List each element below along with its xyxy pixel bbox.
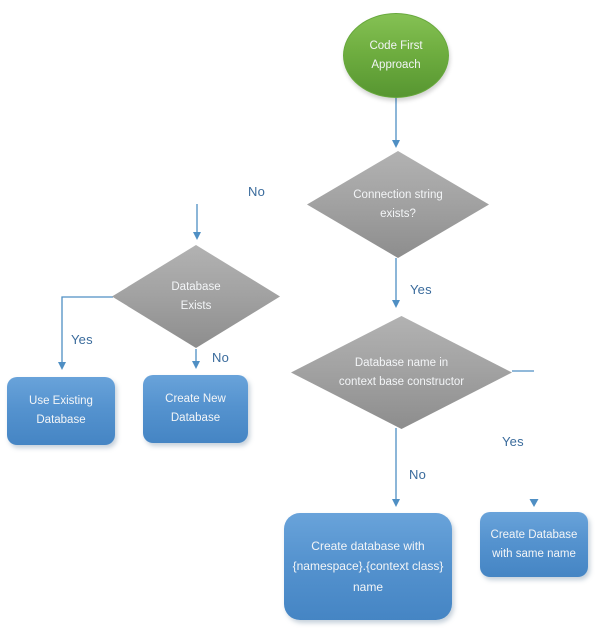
edge-label-yes-database-name: Yes — [502, 434, 524, 449]
process-create-database-same-name: Create Database with same name — [480, 512, 588, 577]
edge-yes-to-use-existing — [58, 296, 113, 370]
start-node: Code First Approach — [343, 13, 449, 98]
decision-database-exists-label: Database Exists — [171, 280, 221, 312]
process-create-new-database-label: Create New Database — [165, 393, 226, 424]
edge-label-no-database-name: No — [409, 467, 427, 482]
edge-label-yes-connection-string: Yes — [410, 282, 432, 297]
edge-yes-arrowhead-same-name — [529, 499, 539, 507]
process-use-existing-database-label: Use Existing Database — [29, 395, 93, 426]
process-use-existing-database: Use Existing Database — [7, 377, 115, 445]
decision-database-name-label: Database name in context base constructo… — [338, 356, 465, 388]
process-create-database-same-name-label: Create Database with same name — [490, 528, 578, 560]
edge-label-no-database-exists: No — [212, 350, 230, 365]
decision-connection-string-label: Connection string exists? — [353, 188, 443, 220]
process-create-database-namespace-label: Create database with {namespace}.{contex… — [292, 538, 444, 594]
edge-label-no-connection-string: No — [248, 184, 266, 199]
start-node-label: Code First Approach — [369, 39, 423, 71]
process-create-database-namespace: Create database with {namespace}.{contex… — [284, 513, 452, 620]
edge-label-yes-database-exists: Yes — [71, 332, 93, 347]
process-create-new-database: Create New Database — [143, 375, 248, 443]
